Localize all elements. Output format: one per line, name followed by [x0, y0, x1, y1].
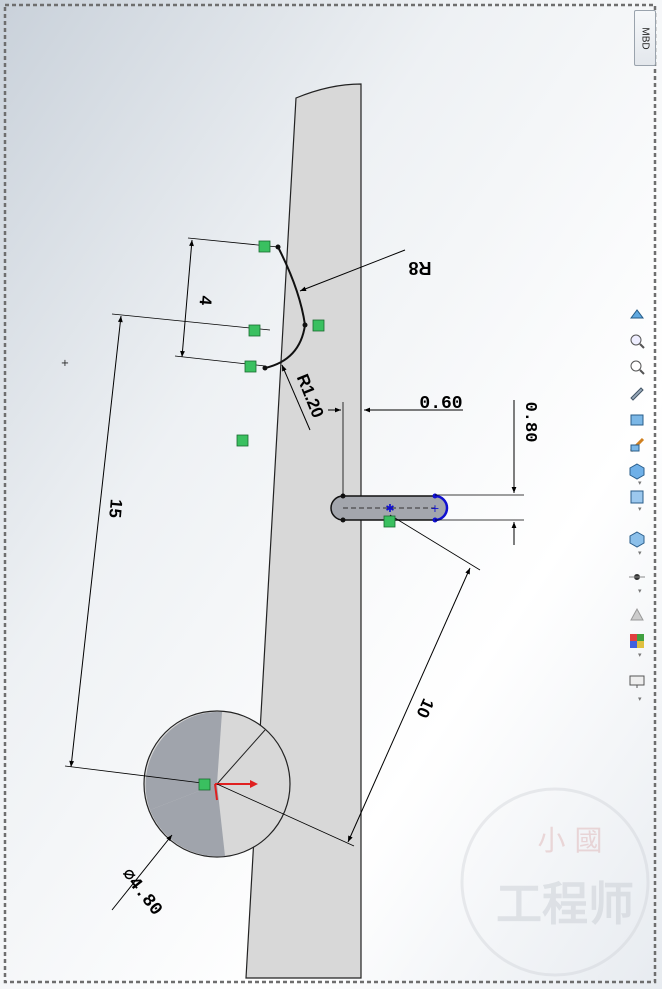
zoom-area-icon[interactable]: [628, 358, 650, 378]
display-style-icon[interactable]: [628, 488, 650, 508]
dropdown-arrow-icon[interactable]: ▾: [638, 652, 642, 659]
dropdown-arrow-icon[interactable]: ▾: [638, 506, 642, 513]
fix-relation-icon: [236, 434, 249, 447]
origin-axes-icon: [214, 780, 258, 801]
svg-text:工程师: 工程师: [496, 877, 634, 931]
svg-text:+: +: [430, 502, 439, 515]
coincident-relation-icon: [248, 324, 261, 337]
dropdown-arrow-icon[interactable]: ▾: [638, 696, 642, 703]
dropdown-arrow-icon[interactable]: ▾: [638, 588, 642, 595]
cursor-crosshair-icon: +: [61, 358, 69, 369]
hide-show-icon[interactable]: [628, 530, 650, 550]
mbd-tab-label: MBD: [639, 26, 651, 50]
svg-text:0.60: 0.60: [419, 394, 462, 414]
edit-appearance-icon[interactable]: [628, 568, 650, 588]
monitor-icon[interactable]: [628, 672, 650, 692]
dropdown-arrow-icon[interactable]: ▾: [638, 550, 642, 557]
view-cube-icon[interactable]: [628, 462, 650, 482]
torn-edge-border: [3, 3, 657, 984]
section-view-icon[interactable]: [628, 410, 650, 430]
coincident-relation-icon: [198, 778, 211, 791]
sketch-point[interactable]: [262, 365, 268, 371]
sketch-point[interactable]: [302, 322, 308, 328]
dimension-15[interactable]: 15: [64, 313, 271, 785]
heads-up-view-toolbar: ▾ ▾ ▾ ▾ ▾ ▾: [626, 306, 656, 706]
view-settings-icon[interactable]: [628, 632, 650, 652]
view-orientation-icon[interactable]: [628, 306, 650, 326]
dropdown-arrow-icon[interactable]: ▾: [638, 480, 642, 487]
mbd-tab[interactable]: MBD: [634, 10, 656, 66]
watermark: 小 國 工程师: [460, 787, 650, 977]
svg-text:✱: ✱: [385, 502, 394, 515]
coincident-relation-icon: [258, 240, 271, 253]
svg-text:15: 15: [105, 498, 126, 519]
relation-markers[interactable]: [198, 240, 396, 791]
previous-view-icon[interactable]: [628, 384, 650, 404]
coincident-relation-icon: [244, 360, 257, 373]
svg-text:R8: R8: [408, 258, 431, 278]
svg-text:4: 4: [196, 295, 216, 307]
dimension-080[interactable]: 0.80: [435, 400, 539, 545]
svg-text:小 國: 小 國: [538, 824, 603, 857]
dimension-r8[interactable]: R8: [299, 249, 432, 292]
horizontal-relation-icon: [383, 515, 396, 528]
dynamic-annotation-icon[interactable]: [628, 436, 650, 456]
dimension-060[interactable]: 0.60: [328, 394, 463, 496]
tangent-relation-icon: [312, 319, 325, 332]
svg-text:0.80: 0.80: [520, 402, 539, 443]
apply-scene-icon[interactable]: [628, 606, 650, 626]
zoom-fit-icon[interactable]: [628, 332, 650, 352]
